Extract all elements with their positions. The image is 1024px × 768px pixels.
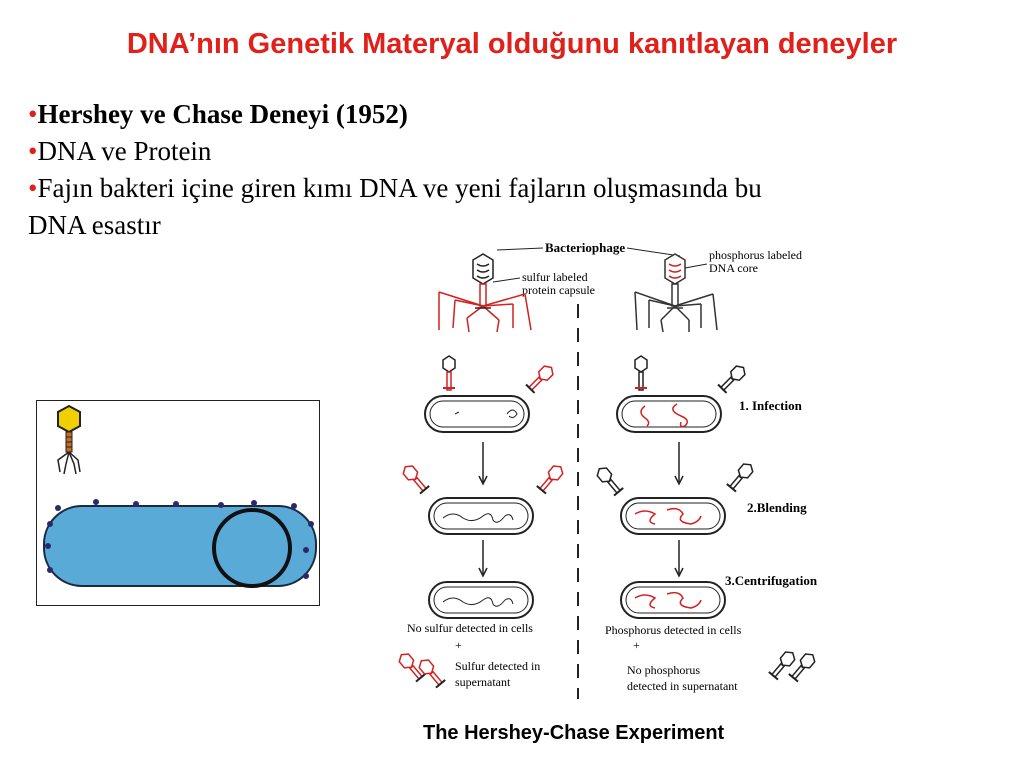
label-phosphorus-2: DNA core (709, 261, 758, 275)
right-cell-blending (595, 461, 756, 534)
step-centrifugation: 3.Centrifugation (725, 573, 818, 588)
hershey-chase-diagram: Bacteriophage sulfur labeled protein cap… (395, 234, 865, 754)
step-infection: 1. Infection (739, 398, 803, 413)
label-bacteriophage: Bacteriophage (545, 240, 625, 255)
right-result-line1: Phosphorus detected in cells (605, 623, 742, 637)
bullet-list: •Hershey ve Chase Deneyi (1952) •DNA ve … (28, 96, 988, 244)
bullet-text: Fajın bakteri içine giren kımı DNA ve ye… (37, 173, 761, 203)
bullet-text: DNA esastır (28, 210, 161, 240)
phage-sulfur-labeled-icon (439, 254, 531, 332)
step-blending: 2.Blending (747, 500, 807, 515)
right-result-line2: No phosphorus (627, 663, 700, 677)
left-result-line1: No sulfur detected in cells (407, 621, 533, 635)
left-result-phages-icon (397, 651, 445, 688)
right-result-phages-icon (769, 649, 817, 682)
right-result-plus: + (633, 638, 640, 652)
phage-phosphorus-labeled-icon (635, 254, 717, 332)
right-cell-centrifugation (621, 582, 725, 618)
label-phosphorus-1: phosphorus labeled (709, 248, 802, 262)
left-result-line3: supernatant (455, 675, 511, 689)
left-result-plus: + (455, 638, 462, 652)
bullet-item: •Fajın bakteri içine giren kımı DNA ve y… (28, 170, 988, 207)
right-result-line3: detected in supernatant (627, 679, 738, 693)
left-cell-centrifugation (429, 582, 533, 618)
bullet-text: DNA ve Protein (37, 136, 211, 166)
label-sulfur-2: protein capsule (522, 283, 595, 297)
diagram-caption: The Hershey-Chase Experiment (423, 722, 725, 744)
bullet-item: •DNA ve Protein (28, 133, 988, 170)
bacterium-icon (44, 499, 316, 586)
left-result-line2: Sulfur detected in (455, 659, 540, 673)
label-sulfur-1: sulfur labeled (522, 270, 588, 284)
left-cell-infection (425, 356, 556, 432)
bullet-item: •Hershey ve Chase Deneyi (1952) (28, 96, 988, 133)
phage-bacterium-illustration (36, 400, 320, 606)
bullet-text: Hershey ve Chase Deneyi (1952) (37, 99, 407, 129)
slide-title: DNA’nın Genetik Materyal olduğunu kanıtl… (0, 28, 1024, 61)
right-cell-infection (617, 356, 748, 432)
